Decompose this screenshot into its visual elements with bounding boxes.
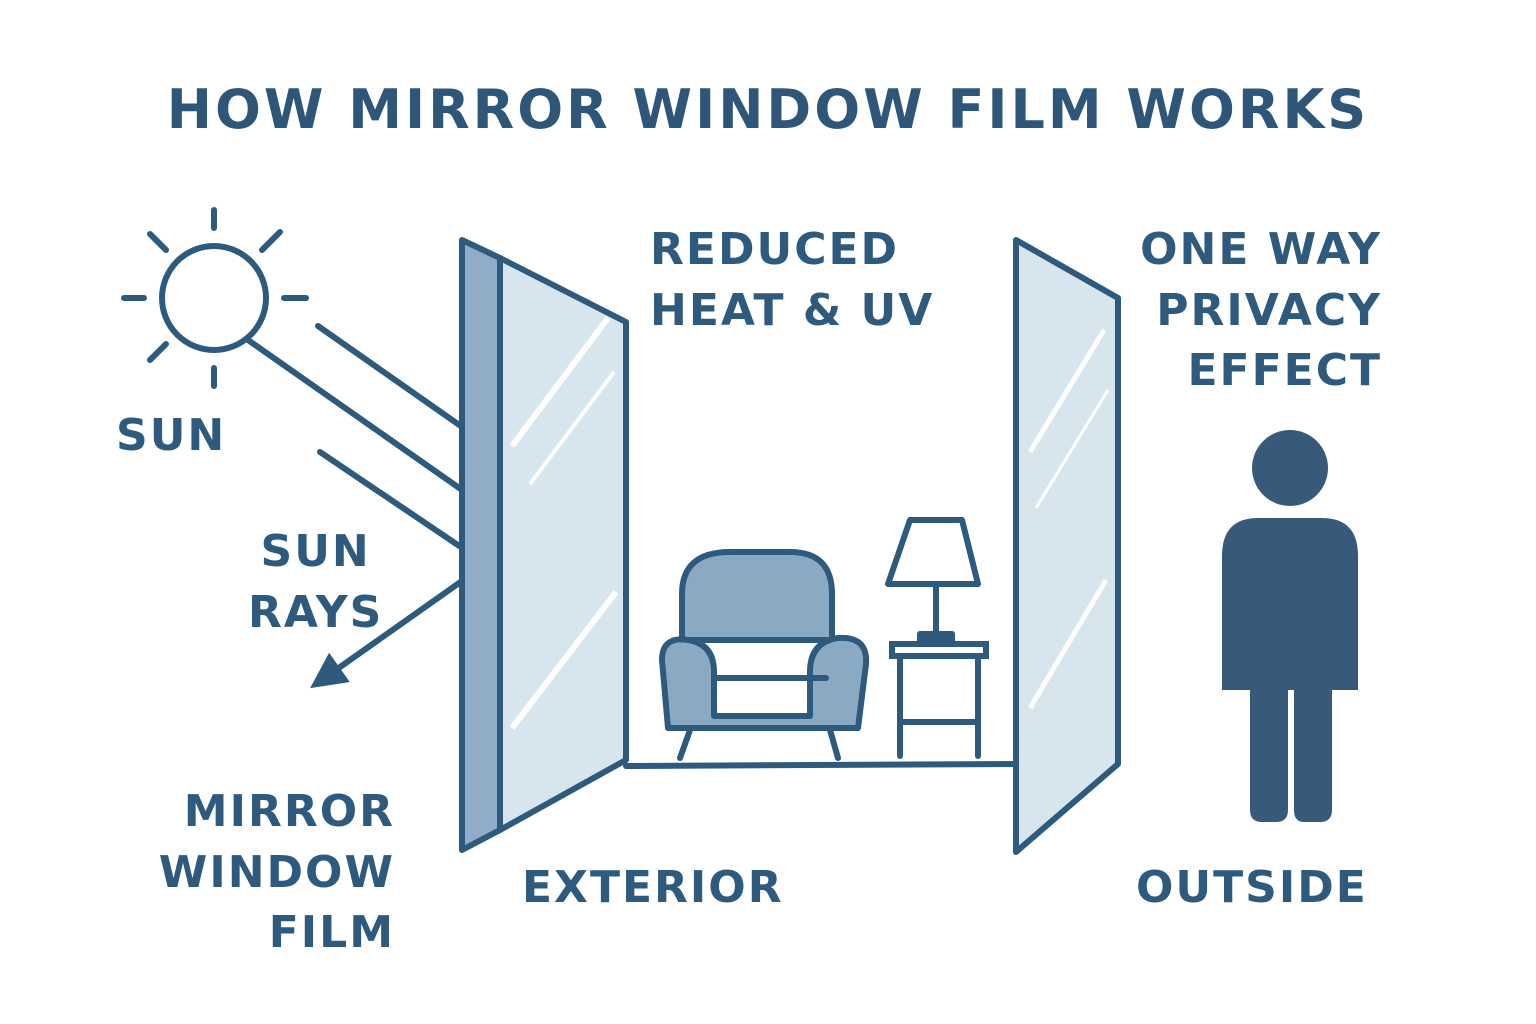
person-icon [1222, 430, 1358, 822]
privacy-label-line-1: ONE WAY [1140, 224, 1382, 275]
mirror-window-left [459, 237, 629, 853]
sun-label: SUN [116, 410, 227, 461]
outside-label: OUTSIDE [1136, 862, 1368, 913]
sun-icon [121, 207, 309, 389]
privacy-label: ONE WAY PRIVACY EFFECT [1112, 220, 1382, 402]
lamp-icon [885, 517, 981, 647]
privacy-label-line-3: EFFECT [1187, 345, 1382, 397]
mirror-film-label-line-3: FILM [268, 907, 395, 959]
armchair-icon [659, 549, 870, 761]
mirror-film-label-line-2: WINDOW [158, 846, 395, 898]
ray-reflected [310, 561, 489, 689]
sun-rays-label-line-2: RAYS [248, 586, 384, 638]
mirror-film-label: MIRROR WINDOW FILM [140, 782, 395, 964]
privacy-label-line-2: PRIVACY [1156, 284, 1382, 336]
side-table-icon [889, 641, 989, 759]
ray-3 [317, 449, 489, 567]
sun-rays-label: SUN RAYS [248, 522, 383, 643]
reduced-heat-label-line-1: REDUCED [650, 224, 900, 275]
reduced-heat-label-line-2: HEAT & UV [650, 284, 935, 336]
exterior-label: EXTERIOR [522, 862, 784, 913]
sun-rays-label-line-1: SUN [260, 526, 371, 577]
page-title: HOW MIRROR WINDOW FILM WORKS [166, 78, 1370, 141]
floor-line [623, 761, 1019, 769]
mirror-film-label-line-1: MIRROR [183, 786, 395, 837]
reduced-heat-label: REDUCED HEAT & UV [650, 220, 934, 341]
mirror-window-right [1013, 237, 1121, 855]
